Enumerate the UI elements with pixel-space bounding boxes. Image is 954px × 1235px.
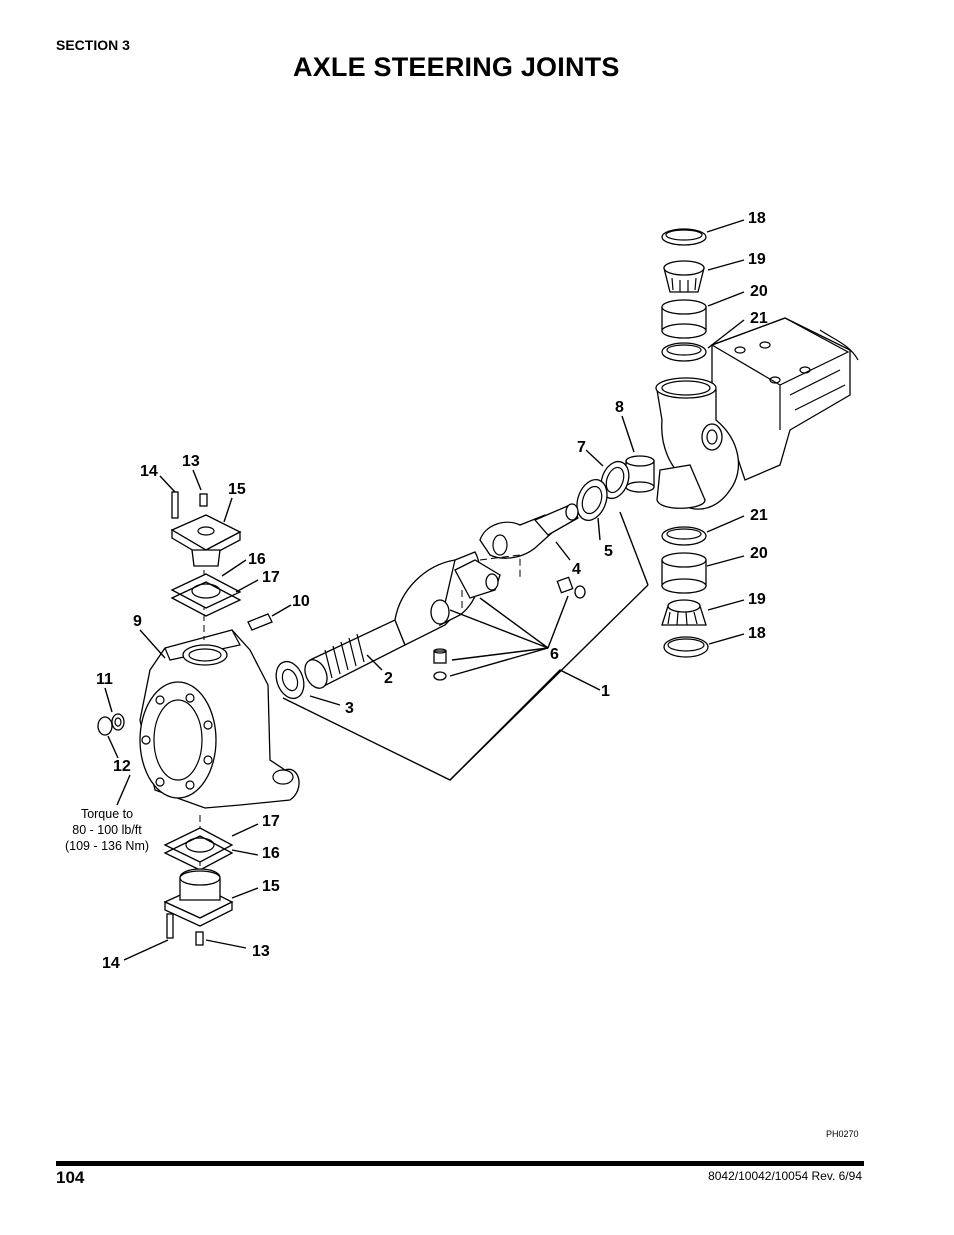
document-reference: 8042/10042/10054 Rev. 6/94 — [708, 1169, 862, 1183]
callout-18-lower: 18 — [748, 625, 766, 642]
callout-20-upper: 20 — [750, 283, 768, 300]
callout-14-lower: 14 — [102, 955, 120, 972]
thrust-washer — [275, 660, 305, 700]
callout-20-lower: 20 — [750, 545, 768, 562]
axle-housing — [655, 317, 859, 510]
callout-15-lower: 15 — [262, 878, 280, 895]
callout-9: 9 — [133, 613, 142, 630]
footer-rule — [56, 1161, 864, 1166]
callout-7: 7 — [577, 439, 586, 456]
callout-19-lower: 19 — [748, 591, 766, 608]
callout-16-lower: 16 — [262, 845, 280, 862]
nut-and-washer — [97, 713, 125, 736]
axle-shaft-assembly — [304, 503, 586, 689]
page-number: 104 — [56, 1168, 85, 1187]
callout-17-lower: 17 — [262, 813, 280, 830]
callout-16-upper: 16 — [248, 551, 266, 568]
torque-note: Torque to 80 - 100 lb/ft (109 - 136 Nm) — [65, 807, 149, 853]
upper-pivot-cap — [170, 491, 273, 631]
lower-bearing-stack — [661, 526, 709, 658]
callout-10: 10 — [292, 593, 310, 610]
torque-note-line2: 80 - 100 lb/ft — [72, 823, 142, 837]
callout-17-upper: 17 — [262, 569, 280, 586]
upper-bearing-stack — [661, 228, 707, 362]
callout-3: 3 — [345, 700, 354, 717]
figure-id: PH0270 — [826, 1129, 859, 1139]
callout-14-upper: 14 — [140, 463, 158, 480]
leader-lines — [104, 219, 745, 961]
callout-2: 2 — [384, 670, 393, 687]
page-title: AXLE STEERING JOINTS — [293, 52, 620, 82]
callout-8: 8 — [615, 399, 624, 416]
callout-4: 4 — [572, 561, 581, 578]
seals-and-bushing — [576, 455, 655, 521]
torque-note-line1: Torque to — [81, 807, 133, 821]
callout-12: 12 — [113, 758, 131, 775]
callout-13-upper: 13 — [182, 453, 200, 470]
callout-21-lower: 21 — [750, 507, 768, 524]
callout-21-upper: 21 — [750, 310, 768, 327]
callout-1: 1 — [601, 683, 610, 700]
callout-13-lower: 13 — [252, 943, 270, 960]
lower-pivot-cap — [163, 827, 234, 946]
callout-18-upper: 18 — [748, 210, 766, 227]
callout-15-upper: 15 — [228, 481, 246, 498]
steering-knuckle — [139, 548, 300, 870]
callout-6: 6 — [550, 646, 559, 663]
torque-note-line3: (109 - 136 Nm) — [65, 839, 149, 853]
callout-5: 5 — [604, 543, 613, 560]
callout-11: 11 — [96, 671, 113, 688]
callout-19-upper: 19 — [748, 251, 766, 268]
callout-labels: 18 19 20 21 8 7 14 13 15 21 5 20 16 4 17… — [96, 210, 768, 972]
section-label: SECTION 3 — [56, 37, 130, 53]
